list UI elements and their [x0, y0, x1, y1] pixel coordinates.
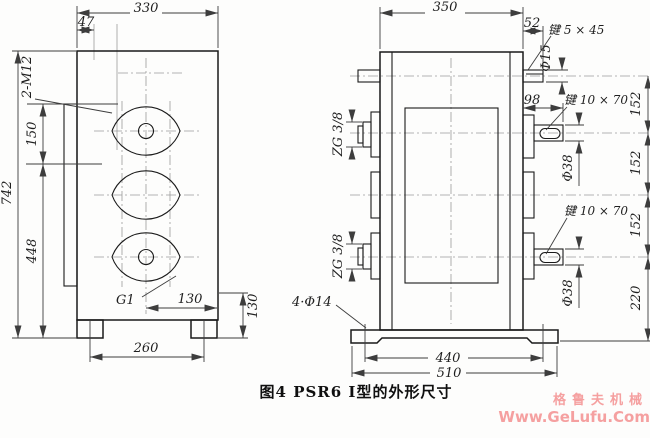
dim-130-horizontal: 130 — [178, 292, 203, 307]
bearing-boss-top — [111, 106, 181, 156]
watermark-url: Www.GeLufu.Com — [498, 408, 650, 426]
dim-152-2: 152 — [629, 151, 644, 176]
dim-260: 260 — [133, 341, 159, 356]
base-plate — [350, 329, 559, 344]
dim-448: 448 — [25, 239, 40, 265]
front-view-body — [76, 50, 219, 321]
dim-742: 742 — [0, 181, 15, 206]
output-shaft-upper — [533, 124, 564, 142]
side-view-body — [379, 51, 524, 331]
label-key-10x70-upper: 键 10 × 70 — [564, 93, 628, 107]
dim-220: 220 — [629, 286, 644, 312]
shaft-end-top — [137, 122, 155, 140]
side-view-dimensions — [335, 7, 650, 377]
dim-phi38-lower: Φ38 — [561, 279, 576, 306]
label-key-10x70-lower: 键 10 × 70 — [564, 204, 628, 218]
dim-350: 350 — [433, 0, 458, 15]
dim-130-vertical: 130 — [246, 294, 261, 319]
dim-152-3: 152 — [629, 213, 644, 238]
label-zg38-upper: ZG 3/8 — [331, 112, 346, 157]
front-view-dimensions — [12, 6, 248, 362]
label-2-m12: 2-M12 — [20, 56, 35, 100]
dim-330: 330 — [134, 1, 159, 16]
pipe-plug-lower — [362, 243, 372, 270]
dim-98: 98 — [524, 93, 541, 108]
centerlines — [93, 24, 650, 324]
right-boss-lower — [522, 232, 535, 280]
pipe-plug-lower-head — [357, 247, 364, 266]
front-view-labels: 330 47 2-M12 150 742 448 G1 130 130 260 — [0, 1, 261, 356]
keyway-upper — [539, 127, 561, 140]
label-g1: G1 — [116, 293, 135, 308]
side-view — [350, 51, 564, 344]
input-shaft-right-stub — [522, 69, 544, 83]
dim-150: 150 — [25, 122, 40, 147]
rear-flange-strip — [63, 103, 78, 287]
dim-510: 510 — [437, 366, 462, 381]
dim-phi15: Φ15 — [539, 44, 554, 71]
left-boss-upper — [370, 111, 381, 158]
dim-47: 47 — [77, 15, 95, 30]
watermark-text: 格鲁夫机械 — [553, 392, 648, 408]
bearing-boss-bottom — [111, 232, 181, 282]
bearing-boss-middle — [111, 170, 181, 220]
pipe-plug-upper — [362, 121, 372, 148]
keyway-lower — [539, 251, 561, 264]
left-boss-middle — [370, 171, 381, 219]
right-boss-upper — [522, 114, 535, 159]
pipe-plug-upper-head — [357, 125, 364, 144]
side-panel — [404, 107, 499, 284]
dim-152-1: 152 — [629, 92, 644, 117]
label-4-phi14: 4·Φ14 — [291, 295, 332, 310]
label-zg38-lower: ZG 3/8 — [331, 234, 346, 279]
left-boss-lower — [370, 232, 381, 280]
dim-phi38-upper: Φ38 — [561, 154, 576, 181]
input-shaft-left-stub — [357, 69, 381, 83]
dim-440: 440 — [435, 351, 461, 366]
dim-52: 52 — [524, 16, 541, 31]
shaft-end-bottom — [137, 248, 155, 266]
label-key-5x45: 键 5 × 45 — [548, 23, 604, 37]
side-view-labels: 350 52 键 5 × 45 Φ15 98 键 10 × 70 152 Φ38… — [291, 0, 644, 381]
right-boss-middle — [522, 171, 535, 219]
figure-caption: 图4 PSR6 Ⅰ型的外形尺寸 — [260, 383, 453, 401]
